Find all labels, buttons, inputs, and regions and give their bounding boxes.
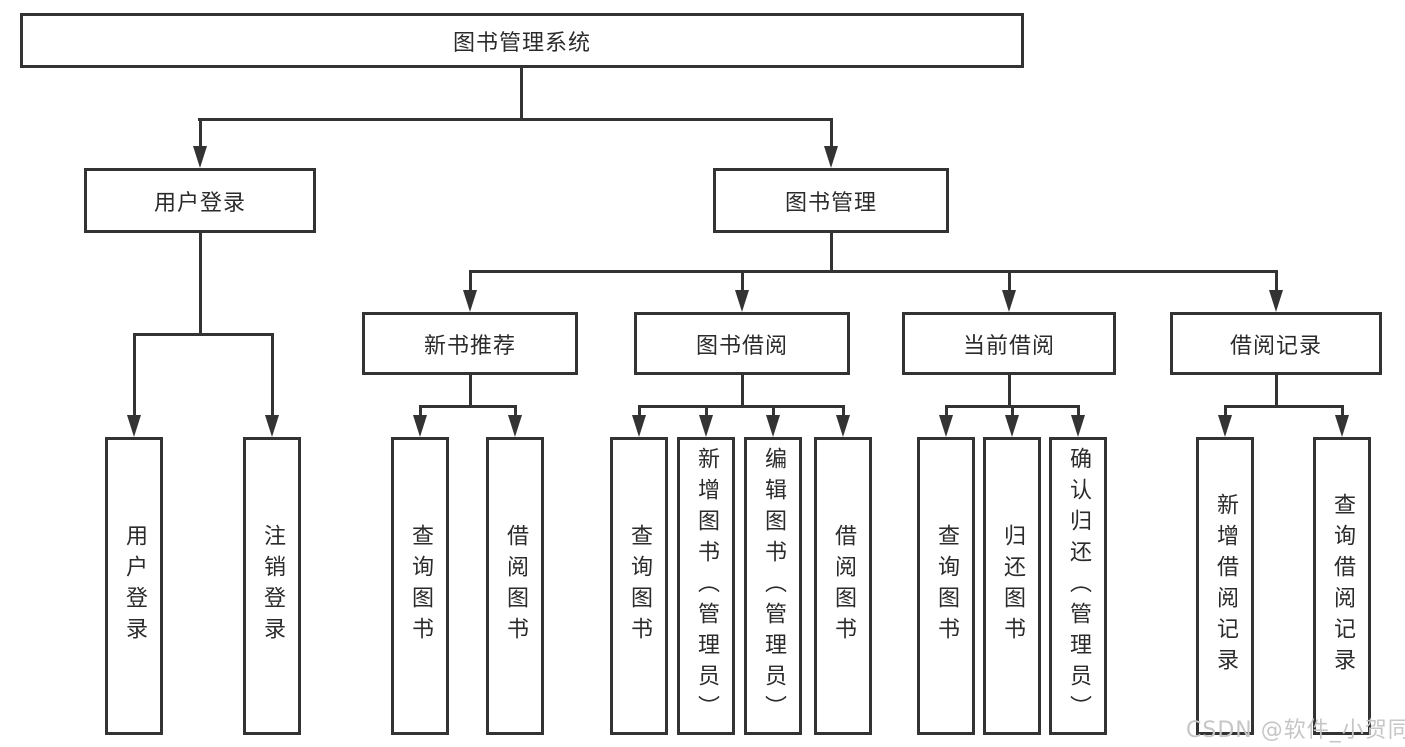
leaf-borrowing-add-books: 新增图书（管理员） (677, 437, 735, 735)
arrowhead-down (939, 415, 953, 437)
connector-recommend-stem (469, 375, 472, 408)
leaf-recommend-borrow-books: 借阅图书 (486, 437, 544, 735)
connector-records-branch-line (1224, 405, 1343, 408)
arrowhead-down (632, 415, 646, 437)
node-borrowing-records: 借阅记录 (1170, 312, 1382, 375)
leaf-borrowing-borrow-books: 借阅图书 (814, 437, 872, 735)
arrowhead-down (193, 146, 207, 168)
arrowhead-down (413, 415, 427, 437)
node-user-login: 用户登录 (84, 168, 316, 233)
node-current-borrowing: 当前借阅 (902, 312, 1116, 375)
connector-root-branch-line (198, 118, 832, 121)
leaf-records-query-record: 查询借阅记录 (1313, 437, 1371, 735)
arrowhead-down (127, 415, 141, 437)
leaf-current-return-books: 归还图书 (983, 437, 1041, 735)
leaf-records-add-record: 新增借阅记录 (1196, 437, 1254, 735)
connector-recommend-drop-1 (419, 405, 422, 417)
connector-borrowing-drop-4 (842, 405, 845, 417)
leaf-current-confirm-return: 确认归还（管理员） (1049, 437, 1107, 735)
connector-borrowing-stem (741, 375, 744, 408)
connector-current-stem (1008, 375, 1011, 408)
connector-recommend-drop-2 (514, 405, 517, 417)
connector-current-drop-3 (1077, 405, 1080, 417)
arrowhead-down (265, 415, 279, 437)
connector-root-stem (520, 68, 523, 121)
connector-book-mgmt-stem (830, 233, 833, 273)
arrowhead-down (699, 415, 713, 437)
connector-borrowing-drop-2 (705, 405, 708, 417)
connector-borrowing-drop-1 (638, 405, 641, 417)
connector-records-drop-1 (1224, 405, 1227, 417)
node-root: 图书管理系统 (20, 13, 1024, 68)
connector-book-mgmt-drop-2 (741, 270, 744, 292)
connector-user-login-stem (199, 233, 202, 336)
arrowhead-down (1002, 290, 1016, 312)
arrowhead-down (836, 415, 850, 437)
node-new-book-recommend: 新书推荐 (362, 312, 578, 375)
arrowhead-down (463, 290, 477, 312)
arrowhead-down (1005, 415, 1019, 437)
connector-user-login-drop-2 (271, 333, 274, 417)
csdn-watermark: CSDN @软件_小贺同学 (1186, 718, 1405, 743)
leaf-logout: 注销登录 (243, 437, 301, 735)
connector-current-drop-2 (1011, 405, 1014, 417)
leaf-borrowing-query-books: 查询图书 (610, 437, 668, 735)
arrowhead-down (735, 290, 749, 312)
connector-borrowing-branch-line (638, 405, 844, 408)
connector-user-login-branch-line (133, 333, 273, 336)
arrowhead-down (766, 415, 780, 437)
connector-user-login-drop-1 (133, 333, 136, 417)
arrowhead-down (1218, 415, 1232, 437)
connector-root-drop-left (199, 118, 202, 148)
arrowhead-down (1269, 290, 1283, 312)
leaf-borrowing-edit-books: 编辑图书（管理员） (744, 437, 802, 735)
connector-current-drop-1 (945, 405, 948, 417)
arrowhead-down (1071, 415, 1085, 437)
arrowhead-down (1335, 415, 1349, 437)
arrowhead-down (508, 415, 522, 437)
arrowhead-down (824, 146, 838, 168)
node-book-borrowing: 图书借阅 (634, 312, 850, 375)
leaf-current-query-books: 查询图书 (917, 437, 975, 735)
connector-borrowing-drop-3 (772, 405, 775, 417)
connector-records-stem (1275, 375, 1278, 408)
connector-book-mgmt-drop-4 (1275, 270, 1278, 292)
connector-records-drop-2 (1341, 405, 1344, 417)
connector-root-drop-right (830, 118, 833, 148)
node-book-management: 图书管理 (713, 168, 949, 233)
leaf-recommend-query-books: 查询图书 (391, 437, 449, 735)
connector-book-mgmt-drop-3 (1008, 270, 1011, 292)
connector-book-mgmt-drop-1 (469, 270, 472, 292)
connector-book-mgmt-branch-line (469, 270, 1277, 273)
leaf-user-login: 用户登录 (105, 437, 163, 735)
connector-recommend-branch-line (419, 405, 516, 408)
